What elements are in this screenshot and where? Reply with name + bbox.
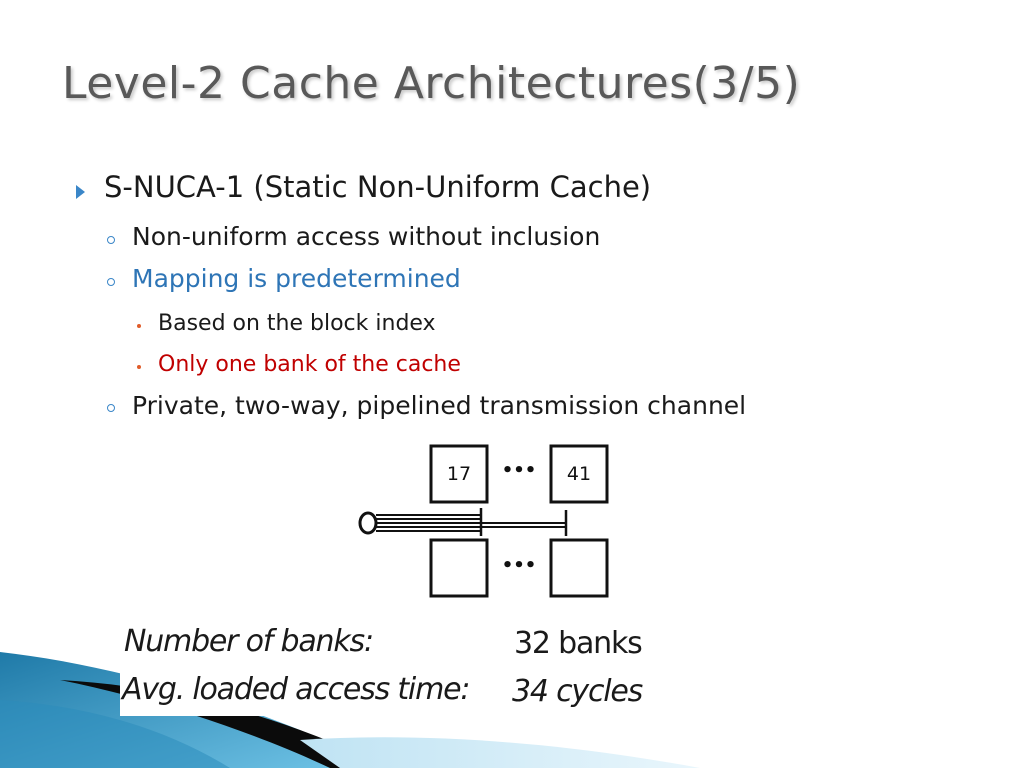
bank-box-top-right: 41 bbox=[549, 444, 609, 504]
dot-bullet-icon bbox=[137, 365, 141, 369]
bullet-sub-2: Mapping is predetermined bbox=[132, 264, 461, 293]
banks-label: Number of banks: bbox=[124, 624, 374, 659]
bank-box-top-left: 17 bbox=[429, 444, 489, 504]
ellipsis-bottom: ••• bbox=[502, 555, 537, 576]
circle-bullet-icon bbox=[107, 278, 115, 286]
stats-caption: Number of banks: 32 banks Avg. loaded ac… bbox=[120, 614, 676, 716]
slide-title: Level-2 Cache Architectures(3/5) bbox=[62, 58, 801, 109]
nuca-bank-diagram: 17 ••• 41 ••• bbox=[358, 444, 609, 598]
circle-bullet-icon bbox=[107, 236, 115, 244]
dot-bullet-icon bbox=[137, 324, 141, 328]
bullet-main: S-NUCA-1 (Static Non-Uniform Cache) bbox=[104, 170, 652, 204]
ellipsis-top: ••• bbox=[502, 460, 537, 481]
banks-value: 32 banks bbox=[514, 626, 643, 661]
triangle-bullet-icon bbox=[76, 185, 85, 199]
bullet-sub-2b: Only one bank of the cache bbox=[158, 352, 461, 377]
bank-box-bottom-right bbox=[549, 538, 609, 598]
bank-label-41: 41 bbox=[567, 463, 591, 485]
access-time-label: Avg. loaded access time: bbox=[122, 672, 470, 707]
bullet-sub-3: Private, two-way, pipelined transmission… bbox=[132, 391, 747, 420]
transmission-channel bbox=[358, 508, 568, 536]
bank-box-bottom-left bbox=[429, 538, 489, 598]
bullet-sub-1: Non-uniform access without inclusion bbox=[132, 222, 601, 251]
bullet-sub-2a: Based on the block index bbox=[158, 311, 436, 336]
bank-label-17: 17 bbox=[447, 463, 471, 485]
circle-bullet-icon bbox=[107, 404, 115, 412]
access-time-value: 34 cycles bbox=[512, 674, 643, 709]
